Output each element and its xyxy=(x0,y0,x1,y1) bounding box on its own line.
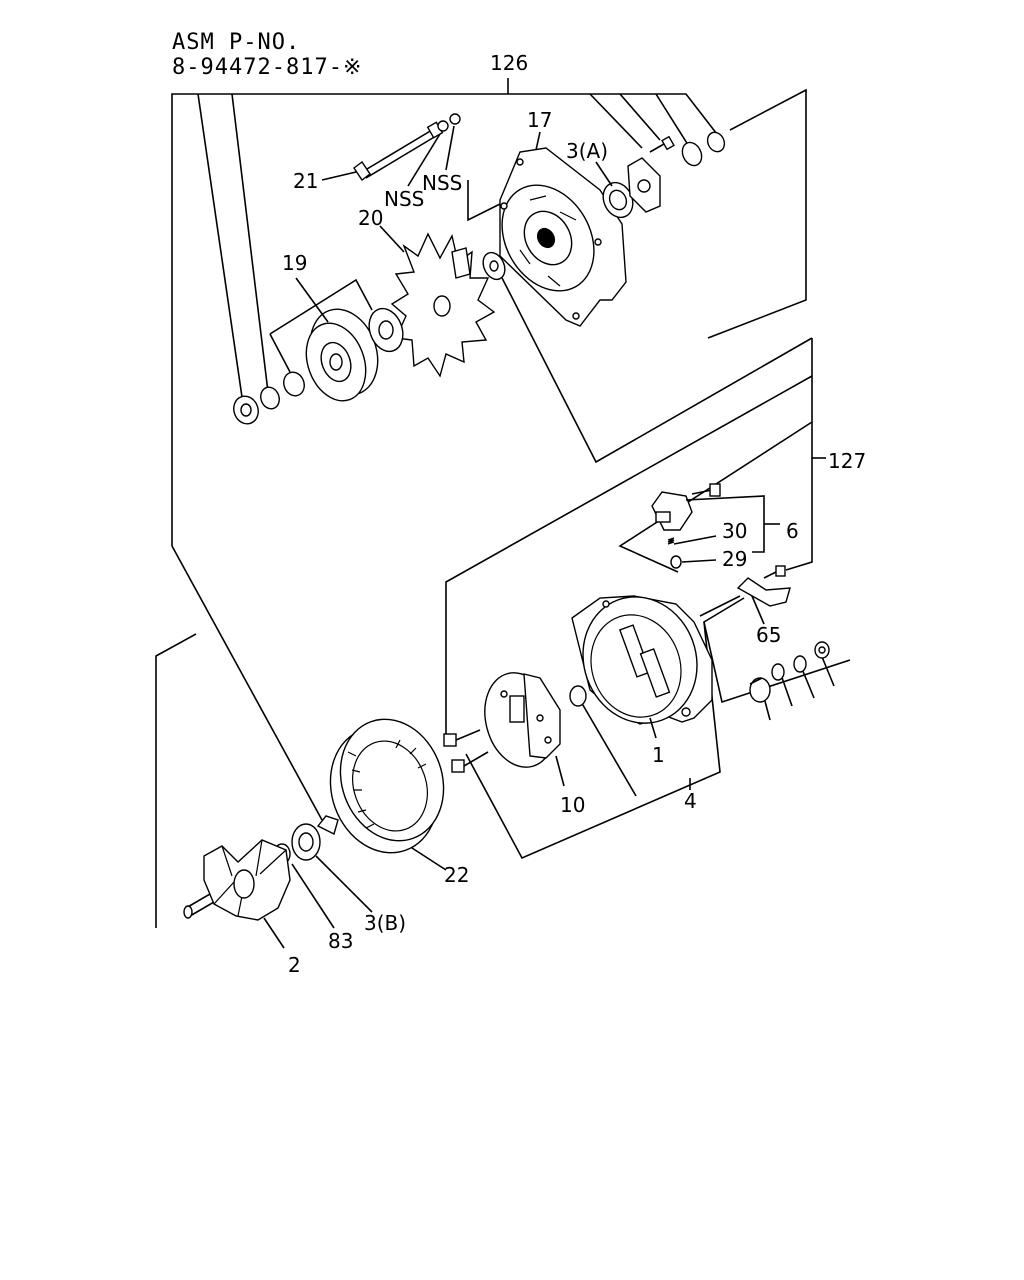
leader-126-to-washer xyxy=(171,545,323,821)
washer-icon xyxy=(260,386,280,410)
leader-21 xyxy=(321,171,357,181)
bearing-icon xyxy=(291,823,321,861)
rectifier-icon xyxy=(484,672,561,768)
rotor-icon xyxy=(183,839,291,921)
bolt-icon xyxy=(649,135,675,153)
leader-29 xyxy=(681,559,717,563)
callout-22: 22 xyxy=(444,863,469,887)
leader-housing-bracket xyxy=(467,180,501,222)
bolt-icon xyxy=(691,483,721,497)
washer-icon xyxy=(316,815,339,836)
nut-icon xyxy=(233,395,259,425)
leader-1-arm xyxy=(699,595,741,617)
leader-20 xyxy=(379,225,405,253)
group-4-boundary xyxy=(465,597,851,860)
assembly-part-number: 8-94472-817-※ xyxy=(172,55,363,80)
washer-icon xyxy=(569,685,587,707)
leader-19-washer xyxy=(269,333,291,373)
leader-1 xyxy=(649,717,657,739)
leader-19 xyxy=(295,277,329,323)
through-bolt-icon xyxy=(353,121,444,182)
retainer-plate-icon xyxy=(627,157,661,213)
callout-83: 83 xyxy=(328,929,353,953)
assembly-part-label: ASM P-NO. xyxy=(172,30,301,55)
callout-1: 1 xyxy=(652,743,665,767)
washer-icon xyxy=(793,655,807,673)
callout-127: 127 xyxy=(828,449,866,473)
callout-29: 29 xyxy=(722,547,747,571)
callout-6: 6 xyxy=(786,519,799,543)
washer-icon xyxy=(368,307,404,353)
leader-17 xyxy=(535,131,541,151)
pulley-icon xyxy=(305,308,379,402)
bolt-icon xyxy=(763,565,786,579)
washer-icon xyxy=(681,141,703,167)
callout-65: 65 xyxy=(756,623,781,647)
leader-83 xyxy=(291,863,335,929)
spacer-collar-icon xyxy=(482,251,506,281)
cooling-fan-icon xyxy=(390,232,496,378)
leader-65 xyxy=(751,595,765,625)
bolt-icon xyxy=(451,751,489,773)
callout-30: 30 xyxy=(722,519,747,543)
washer-icon xyxy=(706,131,726,153)
brush-icon xyxy=(670,555,682,569)
callout-19: 19 xyxy=(282,251,307,275)
group-126-boundary xyxy=(171,78,807,546)
leader-10 xyxy=(555,755,565,787)
callout-21: 21 xyxy=(293,169,318,193)
rotor-group-boundary xyxy=(155,633,197,928)
leader-19-bracket xyxy=(269,278,373,335)
callout-3a: 3(A) xyxy=(566,139,608,163)
leader-nss-1 xyxy=(407,133,441,187)
leader-2 xyxy=(263,917,285,949)
rear-housing-icon xyxy=(571,595,713,725)
leader-3b xyxy=(315,855,373,913)
nut-icon xyxy=(814,641,830,659)
leader-22 xyxy=(411,847,447,871)
callout-2: 2 xyxy=(288,953,301,977)
callout-20: 20 xyxy=(358,206,383,230)
washer-icon xyxy=(283,371,305,397)
callout-nss-1: NSS xyxy=(384,187,424,211)
stator-icon xyxy=(329,718,445,854)
washer-icon xyxy=(437,120,449,132)
leader-30 xyxy=(673,535,717,545)
callout-4: 4 xyxy=(684,789,697,813)
group-127-boundary xyxy=(445,273,826,740)
callout-126: 126 xyxy=(490,51,528,75)
washer-icon xyxy=(449,113,461,125)
bushing-icon xyxy=(749,677,771,703)
callout-nss-2: NSS xyxy=(422,171,462,195)
washer-icon xyxy=(771,663,785,681)
terminal-icon xyxy=(736,577,791,607)
leader-nss-2 xyxy=(445,125,455,171)
bolt-icon xyxy=(443,729,481,747)
callout-10: 10 xyxy=(560,793,585,817)
leader-3a xyxy=(595,161,613,187)
callout-3b: 3(B) xyxy=(364,911,406,935)
brush-holder-icon xyxy=(651,491,693,531)
front-housing-icon xyxy=(499,147,627,327)
callout-17: 17 xyxy=(527,108,552,132)
brush-spring-icon xyxy=(667,537,675,545)
